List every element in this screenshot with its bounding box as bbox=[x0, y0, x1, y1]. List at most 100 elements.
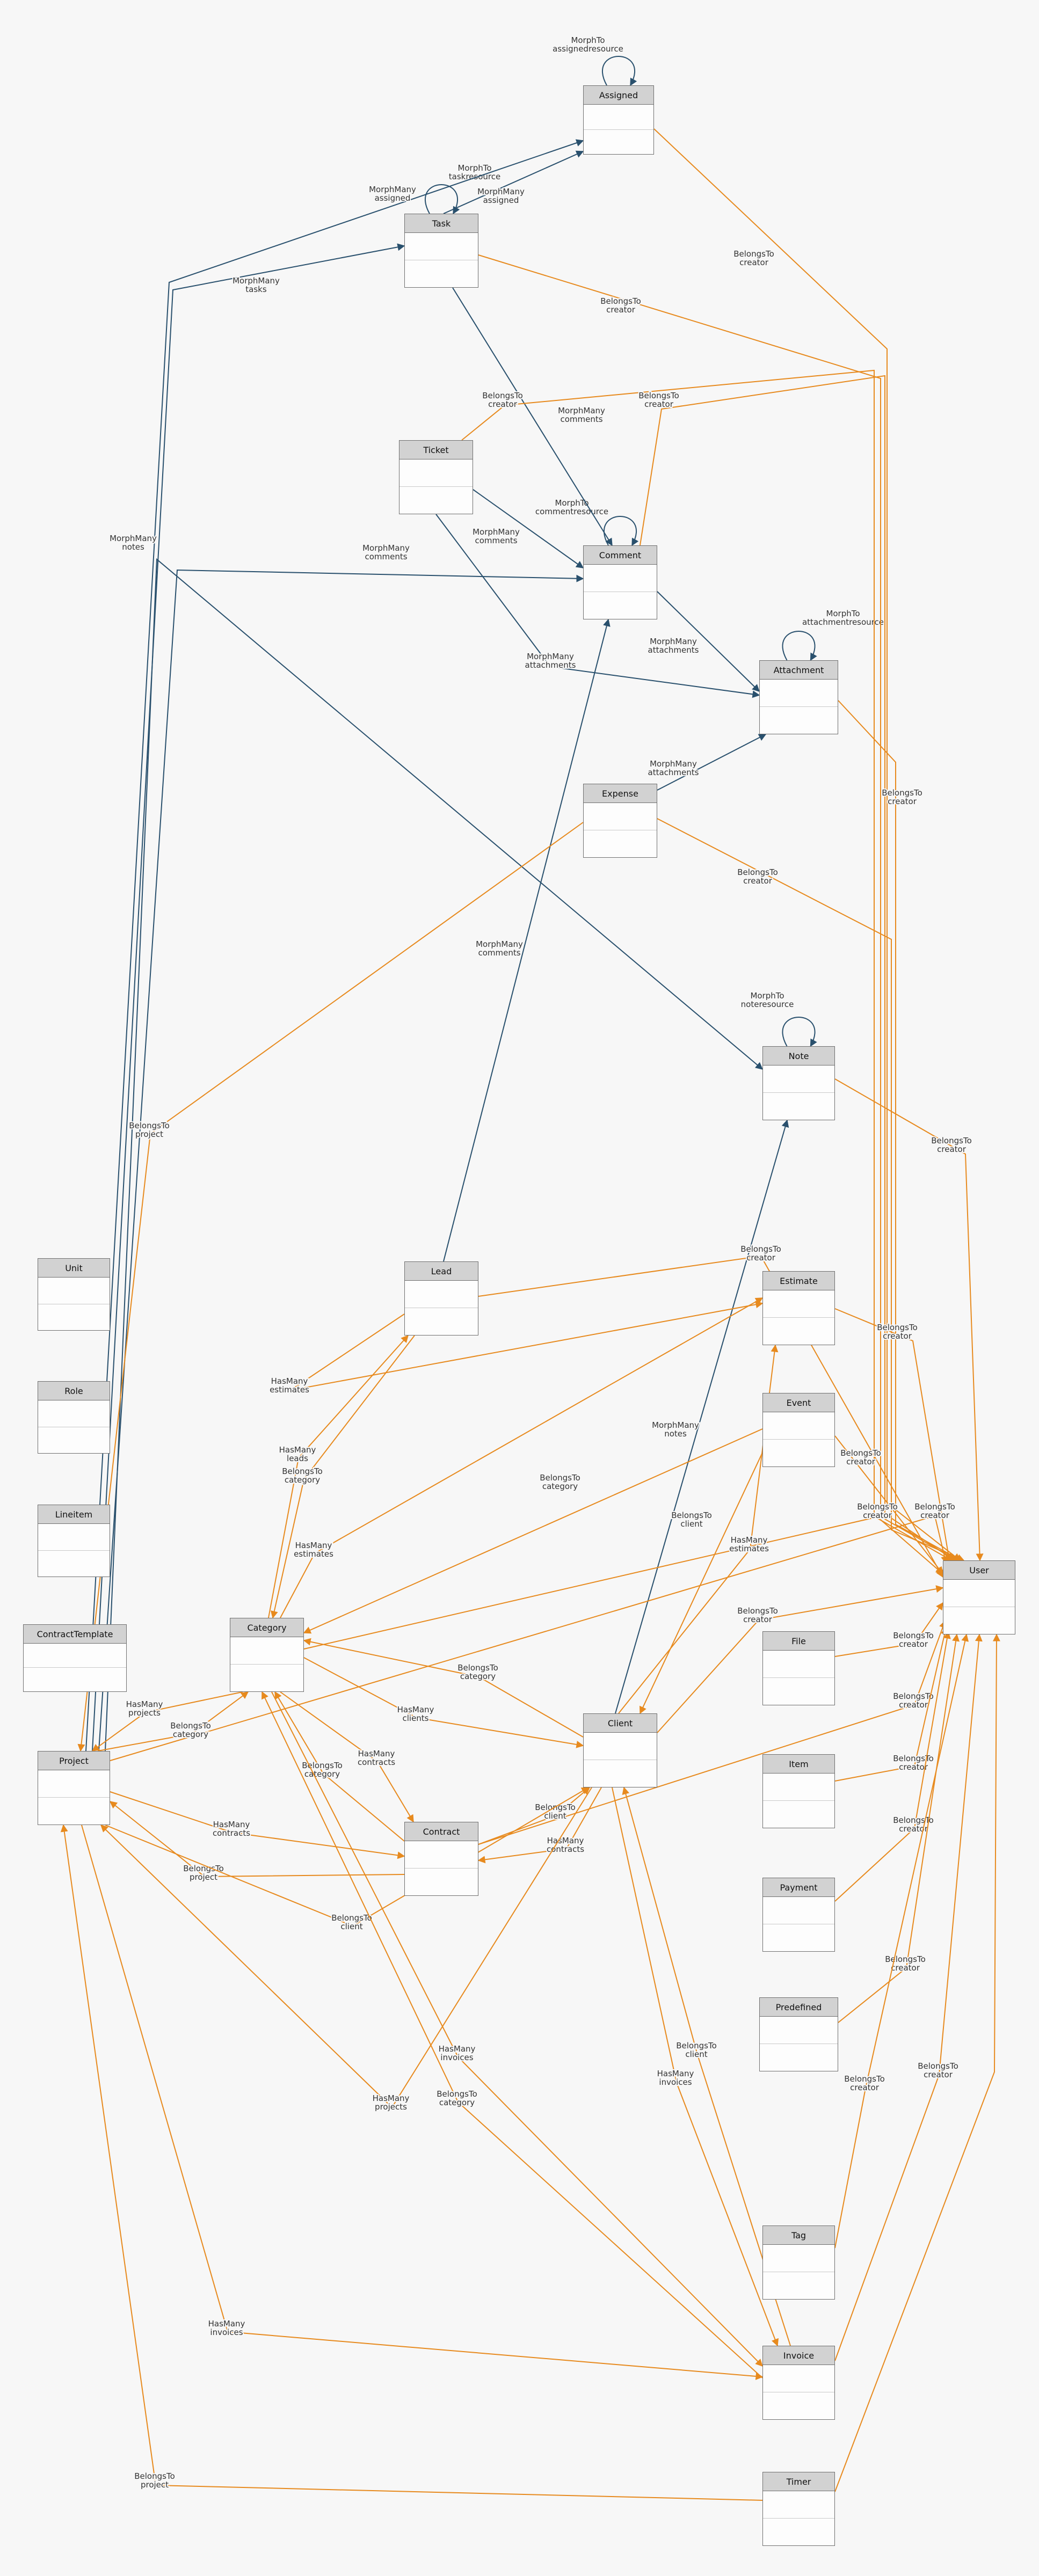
entity-invoice[interactable]: Invoice bbox=[762, 2346, 835, 2420]
entity-field-row bbox=[763, 1412, 834, 1440]
entity-title: Role bbox=[64, 1385, 83, 1396]
edge-comment-attachment bbox=[657, 591, 760, 692]
entity-field-row bbox=[763, 2491, 834, 2519]
entity-field-row bbox=[38, 1770, 110, 1798]
entity-file[interactable]: File bbox=[762, 1631, 835, 1705]
edge-contract-project bbox=[109, 1801, 405, 1878]
entity-header: Lineitem bbox=[38, 1505, 110, 1524]
entity-ticket[interactable]: Ticket bbox=[399, 440, 473, 514]
entity-contracttemplate[interactable]: ContractTemplate bbox=[23, 1624, 127, 1692]
edge-project-client bbox=[105, 1787, 590, 1927]
entity-predefined[interactable]: Predefined bbox=[759, 1997, 838, 2071]
entity-title: Assigned bbox=[599, 90, 638, 100]
entity-field-row bbox=[763, 1924, 834, 1951]
edge-project-comment bbox=[98, 569, 584, 1752]
edge-ticket-comment bbox=[473, 489, 584, 568]
edge-contract-category bbox=[274, 1691, 405, 1842]
entity-field-row bbox=[38, 1400, 110, 1427]
edge-ticket-attachment bbox=[435, 514, 760, 698]
edge-project-task bbox=[92, 243, 405, 1752]
entity-lineitem[interactable]: Lineitem bbox=[38, 1505, 110, 1577]
edge-timer-user bbox=[834, 1633, 1000, 2492]
edge-contract-client bbox=[478, 1787, 591, 1845]
entity-title: Comment bbox=[599, 550, 642, 560]
edge-client-invoice bbox=[612, 1787, 779, 2347]
entity-category[interactable]: Category bbox=[230, 1618, 304, 1692]
entity-timer[interactable]: Timer bbox=[762, 2472, 835, 2546]
entity-header: Project bbox=[38, 1752, 110, 1770]
entity-field-row bbox=[763, 1801, 834, 1828]
entity-client[interactable]: Client bbox=[583, 1713, 657, 1787]
entity-user[interactable]: User bbox=[943, 1560, 1015, 1634]
entity-contract[interactable]: Contract bbox=[404, 1822, 478, 1896]
entity-field-row bbox=[763, 2245, 834, 2272]
entity-role[interactable]: Role bbox=[38, 1381, 110, 1454]
entity-tag[interactable]: Tag bbox=[762, 2225, 835, 2300]
edge-event-client bbox=[640, 1452, 763, 1714]
edge-lead-estimate bbox=[290, 1301, 764, 1391]
entity-assigned[interactable]: Assigned bbox=[583, 85, 654, 155]
entity-unit[interactable]: Unit bbox=[38, 1258, 110, 1331]
entity-title: ContractTemplate bbox=[37, 1629, 113, 1639]
entity-header: Task bbox=[405, 214, 478, 233]
entity-header: Expense bbox=[584, 784, 657, 803]
edge-project-note bbox=[105, 558, 764, 1752]
entity-field-row bbox=[405, 1841, 478, 1869]
entity-estimate[interactable]: Estimate bbox=[762, 1271, 835, 1345]
edge-category-invoice bbox=[271, 1691, 763, 2367]
entity-header: Invoice bbox=[763, 2346, 834, 2365]
edge-payment-user bbox=[834, 1631, 951, 1902]
entity-title: Attachment bbox=[773, 665, 824, 675]
entity-field-row bbox=[405, 1308, 478, 1335]
edge-client-estimate bbox=[618, 1344, 779, 1714]
edge-task-assigned bbox=[443, 150, 584, 214]
entity-header: Estimate bbox=[763, 1272, 834, 1290]
entity-event[interactable]: Event bbox=[762, 1393, 835, 1467]
entity-expense[interactable]: Expense bbox=[583, 784, 657, 858]
entity-project[interactable]: Project bbox=[38, 1751, 110, 1825]
entity-note[interactable]: Note bbox=[762, 1046, 835, 1120]
entity-comment[interactable]: Comment bbox=[583, 545, 657, 619]
entity-title: Category bbox=[247, 1622, 287, 1633]
entity-attachment[interactable]: Attachment bbox=[759, 660, 838, 734]
entity-lead[interactable]: Lead bbox=[404, 1261, 478, 1336]
entity-title: Payment bbox=[780, 1882, 818, 1893]
edge-contract-user bbox=[478, 1620, 947, 1845]
edge-project-assigned bbox=[85, 139, 584, 1752]
edge-project-category bbox=[97, 1691, 249, 1752]
entity-payment[interactable]: Payment bbox=[762, 1878, 835, 1952]
entity-task[interactable]: Task bbox=[404, 214, 478, 288]
edge-lead-user bbox=[478, 1255, 943, 1578]
entity-item[interactable]: Item bbox=[762, 1754, 835, 1828]
entity-title: Contract bbox=[423, 1826, 460, 1837]
